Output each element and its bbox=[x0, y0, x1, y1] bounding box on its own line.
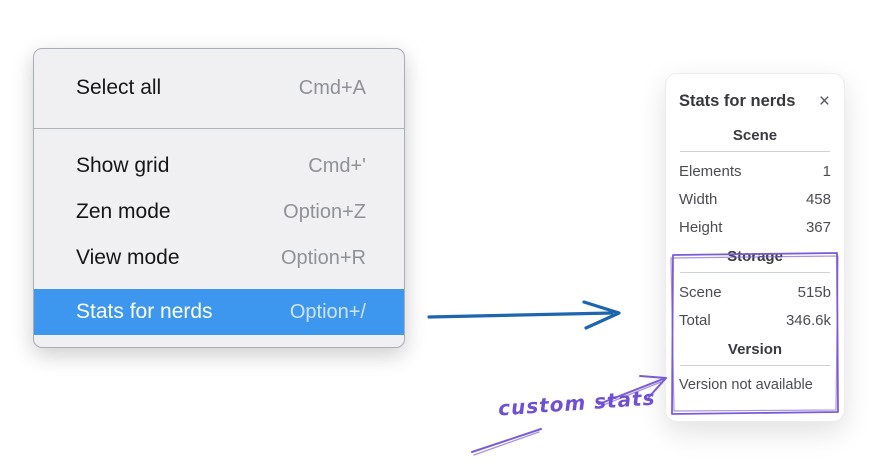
context-menu: Select all Cmd+A Show grid Cmd+' Zen mod… bbox=[33, 48, 405, 348]
stat-value: 1 bbox=[822, 162, 831, 180]
menu-item-shortcut: Option+Z bbox=[283, 200, 366, 223]
menu-item-label: Select all bbox=[76, 76, 162, 99]
stat-row-total-storage: Total 346.6k bbox=[679, 306, 831, 334]
close-icon[interactable]: × bbox=[818, 90, 830, 112]
divider bbox=[680, 151, 830, 152]
version-note: Version not available bbox=[679, 377, 813, 393]
stat-value: 515b bbox=[797, 283, 831, 301]
section-header-storage: Storage bbox=[727, 248, 783, 265]
stat-value: 458 bbox=[805, 190, 831, 208]
stat-value: 346.6k bbox=[785, 311, 831, 329]
menu-item-shortcut: Option+/ bbox=[289, 300, 366, 323]
stat-label: Height bbox=[679, 218, 723, 236]
flow-arrow bbox=[427, 300, 621, 330]
menu-item-label: Stats for nerds bbox=[76, 300, 213, 323]
menu-item-label: Show grid bbox=[76, 154, 170, 177]
section-header-version: Version bbox=[727, 341, 783, 358]
stats-panel: Stats for nerds × Scene Elements 1 Width… bbox=[665, 73, 845, 422]
menu-item-shortcut: Cmd+' bbox=[308, 154, 366, 177]
stats-panel-titlebar: Stats for nerds × bbox=[679, 87, 831, 115]
annotation-label: custom stats bbox=[497, 385, 657, 421]
menu-item-label: View mode bbox=[76, 246, 180, 269]
menu-item-stats-for-nerds[interactable]: Stats for nerds Option+/ bbox=[34, 289, 404, 335]
stat-label: Total bbox=[679, 311, 711, 329]
menu-item-show-grid[interactable]: Show grid Cmd+' bbox=[34, 143, 404, 189]
divider bbox=[680, 272, 830, 273]
menu-item-shortcut: Cmd+A bbox=[298, 76, 366, 99]
menu-item-label: Zen mode bbox=[76, 200, 171, 223]
stat-row-width: Width 458 bbox=[679, 185, 831, 213]
stat-value: 367 bbox=[805, 218, 831, 236]
menu-item-shortcut: Option+R bbox=[280, 246, 366, 269]
stat-row-height: Height 367 bbox=[679, 213, 831, 241]
menu-item-zen-mode[interactable]: Zen mode Option+Z bbox=[34, 189, 404, 235]
menu-group-bottom: Show grid Cmd+' Zen mode Option+Z View m… bbox=[34, 128, 404, 347]
stat-label: Width bbox=[679, 190, 718, 208]
stat-label: Scene bbox=[679, 283, 722, 301]
menu-item-view-mode[interactable]: View mode Option+R bbox=[34, 235, 404, 281]
stats-panel-title: Stats for nerds bbox=[679, 91, 796, 110]
stat-label: Elements bbox=[679, 162, 742, 180]
menu-group-top: Select all Cmd+A bbox=[34, 49, 404, 128]
stat-row-elements: Elements 1 bbox=[679, 157, 831, 185]
divider bbox=[680, 365, 830, 366]
section-header-scene: Scene bbox=[732, 127, 778, 144]
menu-item-select-all[interactable]: Select all Cmd+A bbox=[34, 65, 404, 111]
stat-row-scene-storage: Scene 515b bbox=[679, 278, 831, 306]
